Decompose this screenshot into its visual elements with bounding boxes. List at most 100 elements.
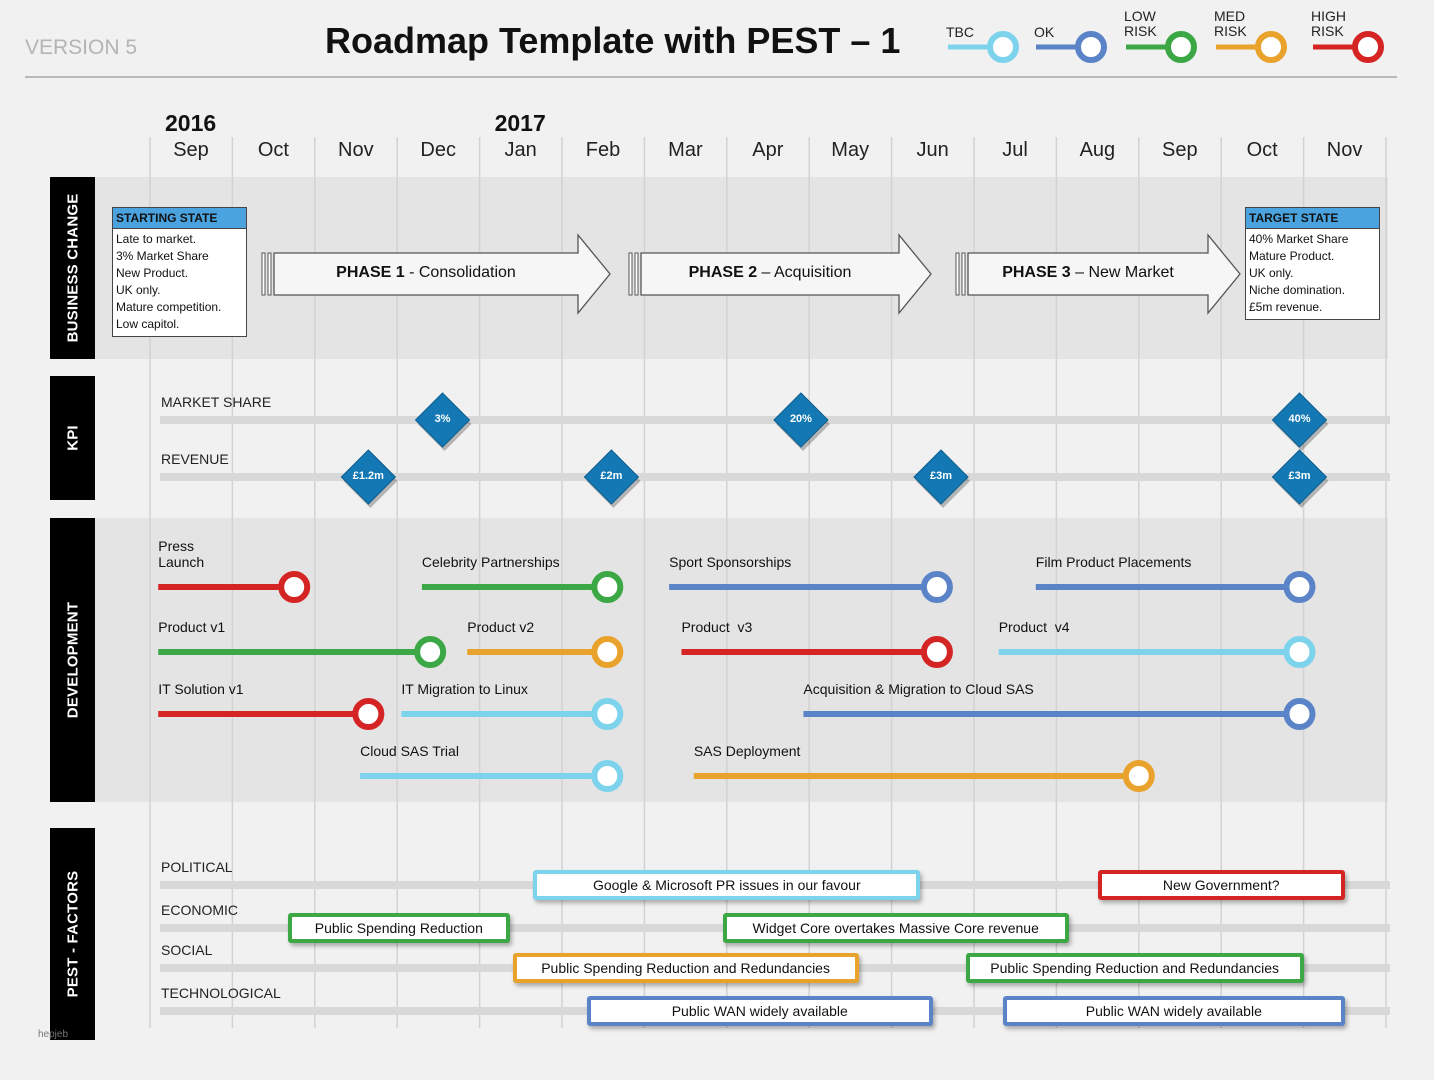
phase-number: PHASE 3	[1002, 264, 1071, 281]
state-line: £5m revenue.	[1249, 300, 1323, 314]
phase-arrow	[273, 233, 611, 315]
phase-label: PHASE 3 – New Market	[968, 264, 1208, 282]
phase-arrow-tail-stripe	[267, 252, 272, 296]
phase-separator: –	[1070, 264, 1089, 281]
dev-milestone-med	[1122, 760, 1155, 792]
page-title: Roadmap Template with PEST – 1	[325, 20, 901, 61]
kpi-value: 3%	[434, 413, 451, 425]
section-label-kpi: KPI	[50, 376, 95, 500]
legend-label-line: TBC	[946, 24, 974, 40]
pest-factor-box: Public WAN widely available	[586, 996, 933, 1026]
month-label: Jan	[504, 139, 537, 161]
kpi-value: £1.2m	[352, 470, 384, 482]
phase-separator: -	[404, 264, 419, 281]
phase-arrow	[967, 233, 1241, 315]
state-line: Niche domination.	[1249, 283, 1346, 297]
pest-row-label: ECONOMIC	[161, 902, 238, 918]
starting-state-box: STARTING STATE Late to market.3% Market …	[112, 207, 247, 337]
dev-item-label: Product v4	[998, 619, 1070, 635]
dev-milestone-tbc	[1283, 636, 1316, 668]
dev-milestone-high	[352, 698, 385, 730]
state-line: Mature Product.	[1249, 249, 1335, 263]
pest-factor-box: New Government?	[1097, 870, 1345, 900]
dev-milestone-ok	[1283, 698, 1316, 730]
month-label: Sep	[173, 139, 209, 161]
dev-item-label: Celebrity Partnerships	[421, 554, 560, 570]
dev-item-label: Product v2	[467, 619, 535, 635]
dev-milestone-ok	[1283, 571, 1316, 603]
pest-row-label: POLITICAL	[161, 859, 233, 875]
month-label: Apr	[752, 139, 784, 161]
dev-item-label: Film Product Placements	[1035, 554, 1192, 570]
month-label: Feb	[585, 139, 621, 161]
legend-marker-tbc	[987, 31, 1019, 63]
pest-row-label: SOCIAL	[161, 942, 213, 958]
dev-milestone-high	[278, 571, 311, 603]
month-label: Jun	[916, 139, 949, 161]
year-label: 2016	[165, 110, 217, 136]
pest-factor-box: Public Spending Reduction	[287, 913, 511, 943]
dev-milestone-tbc	[591, 760, 624, 792]
phase-arrow-tail-stripe	[261, 252, 266, 296]
pest-factor-box: Google & Microsoft PR issues in our favo…	[533, 870, 921, 900]
section-label-pest: PEST - FACTORS	[50, 828, 95, 1040]
kpi-diamond	[1271, 449, 1328, 505]
legend-marker-med	[1255, 31, 1287, 63]
legend-label-line: RISK	[1214, 23, 1247, 39]
phase-name: Acquisition	[774, 264, 852, 281]
section-label-development: DEVELOPMENT	[50, 518, 95, 802]
phase-number: PHASE 1	[336, 264, 405, 281]
dev-milestone-ok	[920, 571, 953, 603]
legend-marker-ok	[1075, 31, 1107, 63]
dev-milestone-tbc	[591, 698, 624, 730]
phase-number: PHASE 2	[688, 264, 758, 281]
legend-label-line: RISK	[1311, 23, 1344, 39]
phase-label: PHASE 2 – Acquisition	[641, 264, 899, 282]
dev-item-label: IT Migration to Linux	[401, 681, 528, 697]
legend-label-ok: OK	[1034, 25, 1054, 40]
section-label-business-change: BUSINESS CHANGE	[50, 177, 95, 359]
month-label: Nov	[1326, 139, 1363, 161]
legend-label-line: HIGH	[1311, 8, 1346, 24]
phase-separator: –	[757, 264, 774, 281]
dev-milestone-high	[920, 636, 953, 668]
legend-label-tbc: TBC	[946, 25, 974, 40]
state-line: UK only.	[116, 283, 161, 297]
dev-item-label: Product v3	[681, 619, 753, 635]
kpi-diamond	[583, 449, 640, 505]
pest-factor-box: Public WAN widely available	[1002, 996, 1345, 1026]
state-line: Mature competition.	[116, 300, 222, 314]
kpi-diamond	[773, 392, 829, 448]
state-line: 3% Market Share	[116, 249, 209, 263]
month-label: Dec	[420, 139, 456, 161]
phase-arrow-tail-stripe	[634, 252, 639, 296]
state-line: UK only.	[1249, 266, 1294, 280]
month-label: Mar	[668, 139, 703, 161]
kpi-value: 40%	[1288, 413, 1311, 425]
phase-name: Consolidation	[418, 264, 516, 281]
month-label: Oct	[1246, 139, 1278, 161]
pest-factor-box: Public Spending Reduction and Redundanci…	[965, 953, 1304, 983]
kpi-diamond	[1271, 392, 1328, 448]
month-label: Jul	[1002, 139, 1028, 161]
phase-arrow-tail-stripe	[628, 252, 633, 296]
pest-row-label: TECHNOLOGICAL	[161, 985, 281, 1001]
phase-arrow-tail-stripe	[961, 252, 966, 296]
state-line: New Product.	[116, 266, 189, 280]
month-label: Aug	[1079, 139, 1116, 161]
state-line: Low capitol.	[116, 317, 180, 331]
phase-arrow	[640, 233, 932, 315]
kpi-value: 20%	[789, 413, 812, 425]
version-label: VERSION 5	[25, 36, 138, 59]
legend-label-line: LOW	[1124, 8, 1156, 24]
dev-milestone-low	[591, 571, 624, 603]
dev-item-label: Sport Sponsorships	[669, 554, 792, 570]
footer-text: hepjeb	[38, 1029, 69, 1040]
legend-marker-high	[1352, 31, 1384, 63]
legend-label-line: MED	[1214, 8, 1246, 24]
